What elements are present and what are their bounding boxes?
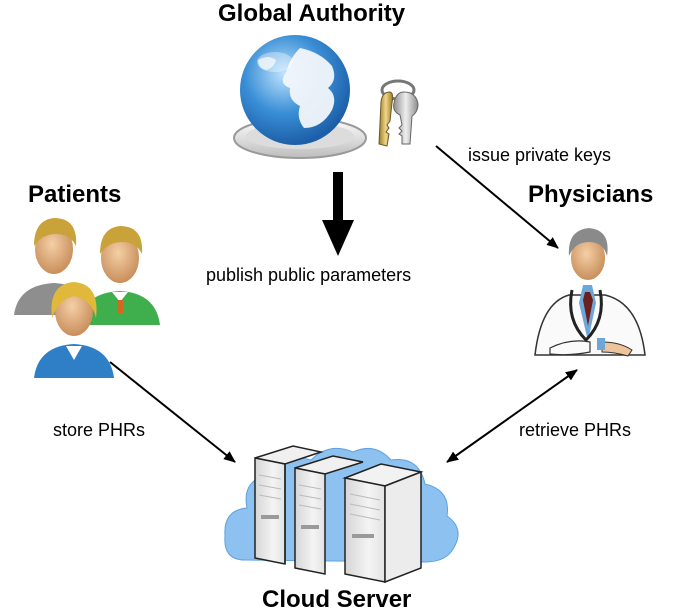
cloud-server-title: Cloud Server <box>262 586 412 613</box>
doctor-icon <box>534 228 646 357</box>
publish-arrow <box>322 172 354 256</box>
user-group-icon <box>14 218 160 378</box>
retrieve-phrs-arrow <box>446 369 578 463</box>
keys-icon <box>378 79 419 147</box>
store-phrs-label: store PHRs <box>53 420 146 440</box>
physicians-title: Physicians <box>528 181 654 208</box>
global-authority-title: Global Authority <box>218 0 406 27</box>
issue-private-keys-label: issue private keys <box>468 145 612 165</box>
globe-icon <box>233 35 367 159</box>
publish-public-parameters-label: publish public parameters <box>206 265 412 285</box>
patients-title: Patients <box>28 181 122 208</box>
store-phrs-arrow <box>109 361 236 463</box>
server-cloud-icon <box>224 445 459 584</box>
issue-keys-arrow <box>435 145 559 249</box>
